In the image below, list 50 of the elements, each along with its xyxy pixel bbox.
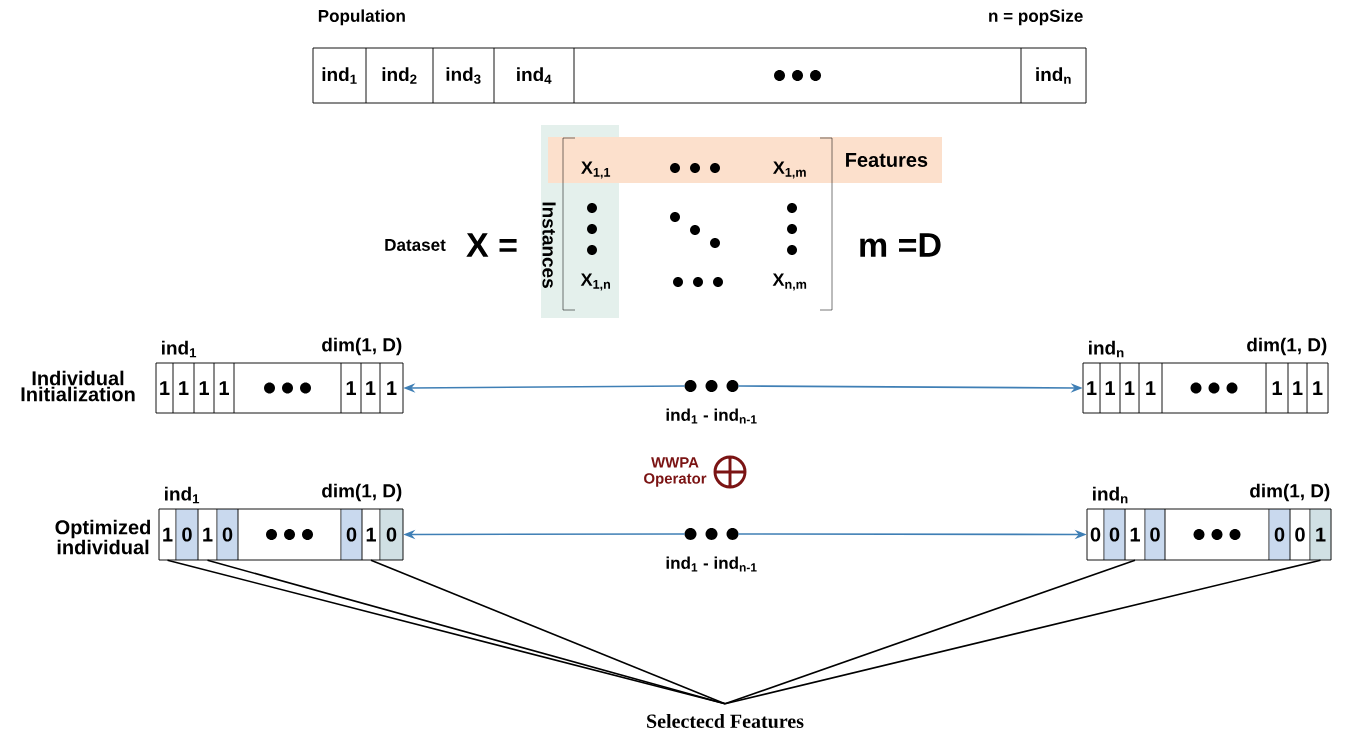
array-heading: dim(1, D) [322, 483, 402, 502]
cell: 0 [175, 508, 199, 561]
cell: 1 [1138, 362, 1163, 414]
matrix-entry: X$_{1,m}$ [773, 161, 806, 179]
array-heading: dim(1, D) [322, 337, 402, 356]
bar-heading: n = popSize [989, 9, 1083, 26]
cell: ind$_{n}$ [1020, 47, 1087, 104]
array-heading: dim(1, D) [1247, 337, 1327, 356]
array-heading: ind$_{n}$ [1093, 486, 1128, 504]
matrix-entry: X$_{1,n}$ [580, 273, 610, 291]
row-label: Optimized individual [55, 519, 150, 555]
dots-cell [573, 47, 1022, 104]
cell: 0 [1144, 508, 1166, 561]
node-label: 1 [160, 381, 170, 395]
bar-heading: Population [318, 9, 405, 26]
connector-line [370, 559, 726, 705]
range-label: ind$_{1}$ - ind$_{n-1}$ [666, 408, 757, 424]
cell: 1 [1287, 362, 1308, 414]
dataset-label: Dataset [385, 239, 446, 251]
cell: 1 [1119, 362, 1140, 414]
connector-line [724, 559, 1322, 705]
array-heading: ind$_{1}$ [165, 486, 200, 504]
connector-line [724, 559, 1136, 705]
matrix-symbol: X = [466, 233, 517, 257]
cell: 1 [379, 362, 404, 414]
range-label: ind$_{1}$ - ind$_{n-1}$ [666, 556, 757, 572]
cell: 1 [360, 362, 381, 414]
cell: 1 [340, 362, 362, 414]
cell: 1 [158, 508, 177, 561]
operator-label: WWPA Operator [644, 457, 707, 487]
cell: ind$_{2}$ [365, 47, 434, 104]
cell: ind$_{1}$ [312, 47, 367, 104]
matrix-entry: X$_{1,1}$ [581, 161, 611, 179]
cell: 0 [1086, 508, 1105, 561]
matrix-entry: X$_{n,m}$ [772, 273, 807, 291]
cell: ind$_{3}$ [432, 47, 495, 104]
cell: 1 [193, 362, 215, 414]
dimension-equation: m =D [860, 233, 941, 257]
cell: 1 [1306, 362, 1329, 414]
cell: ind$_{4}$ [493, 47, 575, 104]
array-heading: ind$_{n}$ [1089, 340, 1124, 358]
array-heading: ind$_{1}$ [162, 340, 197, 358]
array-heading: dim(1, D) [1250, 483, 1330, 502]
cell: 1 [172, 362, 195, 414]
node-label: 1 [1087, 381, 1097, 395]
cell: 1 [1265, 362, 1289, 414]
row-label: Individual Initialization [21, 370, 135, 402]
cell: 1 [1099, 362, 1121, 414]
cell: 1 [213, 362, 235, 414]
caption-text: Selectecd Features [647, 713, 804, 729]
